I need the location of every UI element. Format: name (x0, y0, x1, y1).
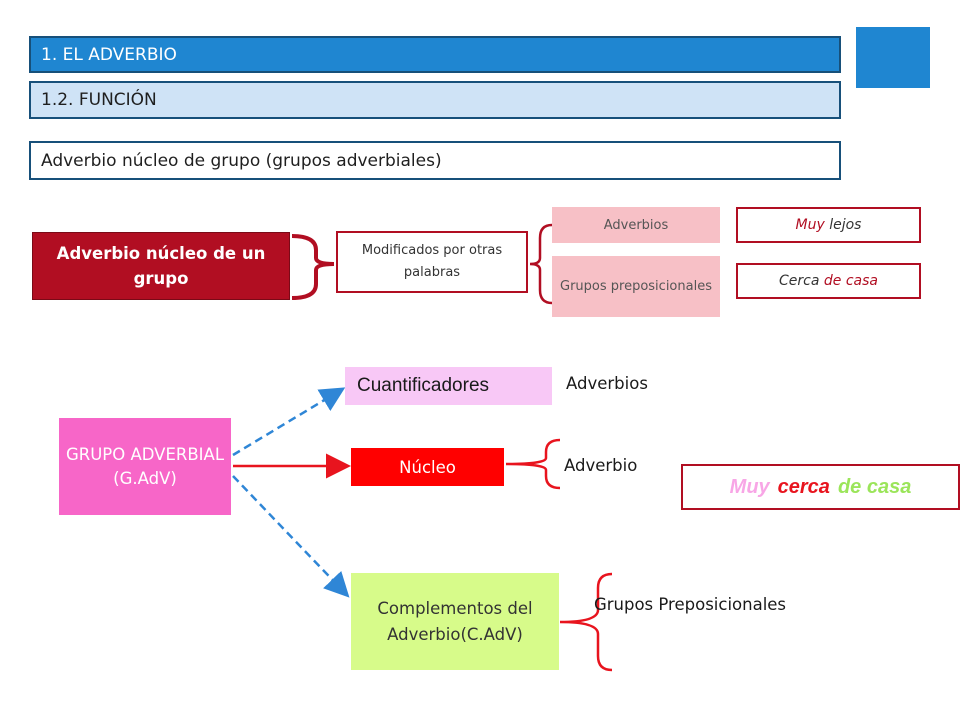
complements-box: Complementos del Adverbio(C.AdV) (351, 573, 559, 670)
complements-label: Complementos del Adverbio(C.AdV) (377, 598, 533, 644)
brace-4 (559, 572, 613, 672)
nucleus-type-label: Adverbio (564, 456, 638, 475)
brace-1 (291, 234, 335, 300)
adverb-core-label: Adverbio núcleo de un grupo (56, 244, 266, 288)
example-cerca-de-casa: Cerca de casa (736, 263, 921, 299)
example-muy-lejos: Muy lejos (736, 207, 921, 243)
modified-box: Modificados por otras palabras (336, 231, 528, 293)
adverbs-type-box: Adverbios (552, 207, 720, 243)
quantifiers-box: Cuantificadores (345, 367, 552, 405)
section-heading: Adverbio núcleo de grupo (grupos adverbi… (41, 150, 442, 171)
nucleus-box: Núcleo (351, 448, 504, 486)
modified-label: Modificados por otras palabras (361, 243, 503, 280)
example-word: Cerca (779, 273, 820, 289)
subtitle-bar: 1.2. FUNCIÓN (29, 81, 841, 119)
arrow-complementos (232, 475, 350, 598)
section-bar: Adverbio núcleo de grupo (grupos adverbi… (29, 141, 841, 180)
prep-groups-type-box: Grupos preposicionales (552, 256, 720, 317)
decorative-square (856, 27, 930, 88)
example-word-complement: de casa (837, 475, 912, 498)
title-bar: 1. EL ADVERBIO (29, 36, 841, 73)
example-word: de casa (823, 273, 878, 289)
prep-groups-type-label: Grupos preposicionales (560, 278, 712, 294)
example-word: lejos (829, 217, 862, 233)
example-word-quantifier: Muy (729, 475, 770, 498)
adverbial-group-box: GRUPO ADVERBIAL (G.AdV) (59, 418, 231, 515)
page-subtitle: 1.2. FUNCIÓN (41, 90, 157, 110)
quantifiers-type-label: Adverbios (566, 374, 648, 393)
adverb-core-box: Adverbio núcleo de un grupo (32, 232, 290, 300)
arrow-cuantificadores (232, 387, 346, 457)
example-word: Muy (795, 217, 825, 233)
quantifiers-label: Cuantificadores (357, 375, 490, 396)
example-muy-cerca-de-casa: Muy cerca de casa (681, 464, 960, 510)
adverbial-group-label: GRUPO ADVERBIAL (G.AdV) (65, 444, 225, 488)
complements-type-label: Grupos Preposicionales (593, 595, 787, 614)
brace-3 (505, 438, 561, 490)
example-word-nucleus: cerca (777, 475, 830, 498)
adverbs-type-label: Adverbios (603, 217, 669, 233)
nucleus-label: Núcleo (399, 457, 456, 477)
brace-2 (529, 223, 553, 305)
page-title: 1. EL ADVERBIO (41, 44, 177, 65)
